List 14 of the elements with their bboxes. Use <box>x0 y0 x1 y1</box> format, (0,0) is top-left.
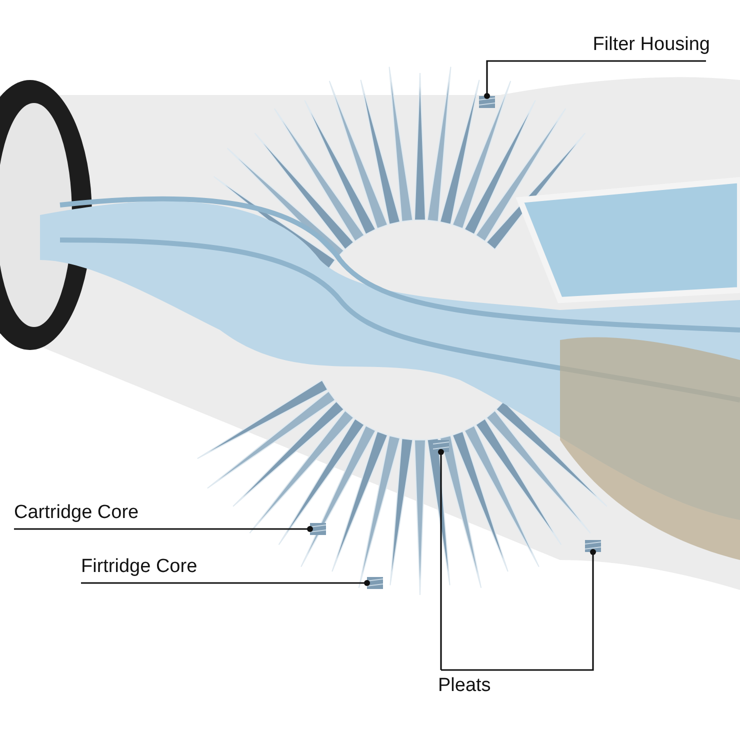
callout-label: Pleats <box>438 674 528 698</box>
pleat-patch <box>585 540 601 552</box>
leader-line <box>438 449 444 670</box>
pleat-patch <box>433 440 449 452</box>
callout-label: Filter Housing <box>560 33 710 57</box>
leader-line <box>484 60 706 99</box>
callout-label: Cartridge Core <box>14 501 174 525</box>
pleat-patch <box>479 96 495 108</box>
leader-line <box>81 580 370 586</box>
pleat-patch <box>310 523 326 535</box>
leader-line <box>14 526 313 532</box>
callout-label: Firtridge Core <box>81 555 241 579</box>
leader-line <box>441 549 596 671</box>
pleat-patch <box>367 577 383 589</box>
